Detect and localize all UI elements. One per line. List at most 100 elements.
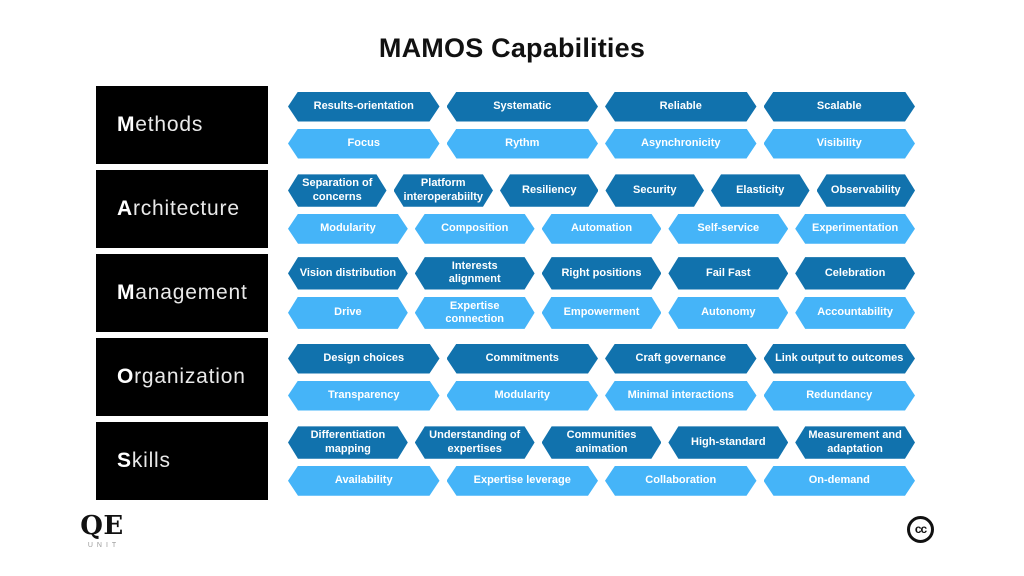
capability-row-dark: Design choices Commitments Craft governanc… — [288, 344, 915, 374]
qe-unit-logo: QE UNIT — [72, 511, 132, 550]
capability-row-dark: Results-orientation Systematic Reliable Sca… — [288, 92, 915, 122]
logo-main-text: QE — [80, 511, 124, 541]
capability-label: Availability — [334, 474, 393, 487]
capability-label: Asynchronicity — [641, 136, 721, 149]
capability-label: Systematic — [493, 99, 552, 112]
capability-rows: Results-orientation Systematic Reliable Sca… — [288, 86, 915, 164]
capability-chevron: Collaboration — [605, 466, 757, 496]
capability-chevron: Focus — [288, 129, 440, 159]
capability-chevron: Celebration — [795, 257, 915, 289]
capability-chevron: Rythm — [447, 129, 599, 159]
capability-chevron: Vision distribution — [288, 257, 408, 289]
capability-label: Celebration — [824, 266, 886, 279]
capability-chevron: Commitments — [447, 344, 599, 374]
capability-chevron: Accountability — [795, 297, 915, 329]
capability-label: Design choices — [323, 351, 405, 364]
capability-label: Reliable — [659, 99, 702, 112]
capability-chevron: Modularity — [447, 381, 599, 411]
capability-label: Right positions — [561, 266, 642, 279]
capability-label: Interests alignment — [448, 260, 501, 286]
capability-chevron: Expertise connection — [415, 297, 535, 329]
capability-row-light: Availability Expertise leverage Collaborat… — [288, 466, 915, 496]
capability-chevron: Expertise leverage — [447, 466, 599, 496]
capability-label: Automation — [570, 222, 633, 235]
capability-label: Composition — [441, 222, 509, 235]
capability-chevron: Autonomy — [668, 297, 788, 329]
capability-label: Autonomy — [701, 306, 756, 319]
capability-chevron: Asynchronicity — [605, 129, 757, 159]
capability-row-dark: Vision distribution Interests alignment Ri… — [288, 257, 915, 289]
capability-rows: Separation of concerns Platform interoper… — [288, 170, 915, 248]
capability-label: Scalable — [816, 99, 862, 112]
capability-chevron: Observability — [817, 174, 916, 206]
capability-label: Visibility — [816, 136, 862, 149]
capability-row-light: Focus Rythm Asynchronicity Visibility — [288, 129, 915, 159]
capability-chevron: Drive — [288, 297, 408, 329]
capability-chevron: Scalable — [764, 92, 916, 122]
logo-sub-text: UNIT — [87, 542, 121, 550]
capability-label: Expertise connection — [445, 299, 505, 325]
capability-label: Resiliency — [522, 183, 577, 196]
capability-label: Empowerment — [563, 306, 640, 319]
capability-chevron: Interests alignment — [415, 257, 535, 289]
capability-label: Link output to outcomes — [775, 351, 904, 364]
capability-chevron: Transparency — [288, 381, 440, 411]
capability-label: Craft governance — [635, 351, 726, 364]
capability-label: Accountability — [817, 306, 893, 319]
capability-chevron: Self-service — [668, 214, 788, 244]
capability-chevron: Redundancy — [764, 381, 916, 411]
capability-chevron: Empowerment — [542, 297, 662, 329]
capability-chevron: Craft governance — [605, 344, 757, 374]
capability-label: Expertise leverage — [473, 474, 571, 487]
capability-chevron: Separation of concerns — [288, 174, 387, 206]
capability-label: Experimentation — [811, 222, 899, 235]
cc-label: cc — [914, 522, 927, 536]
capability-row-light: Transparency Modularity Minimal interactio… — [288, 381, 915, 411]
capability-label: Results-orientation — [313, 99, 414, 112]
capability-chevron: Visibility — [764, 129, 916, 159]
capability-chevron: Modularity — [288, 214, 408, 244]
capability-row-dark: Separation of concerns Platform interoper… — [288, 174, 915, 206]
capability-rows: Design choices Commitments Craft governanc… — [288, 338, 915, 416]
capability-chevron: Availability — [288, 466, 440, 496]
capability-label: Transparency — [327, 388, 400, 401]
capability-label: Drive — [334, 306, 362, 319]
capability-label: Separation of concerns — [302, 177, 373, 203]
capability-chevron: Resiliency — [500, 174, 599, 206]
capability-chevron: Platform interoperabiilty — [394, 174, 493, 206]
capability-label: Commitments — [485, 351, 559, 364]
capability-chevron: Composition — [415, 214, 535, 244]
capability-chevron: Security — [605, 174, 704, 206]
capability-chevron: On-demand — [764, 466, 916, 496]
capability-chevron: Automation — [542, 214, 662, 244]
capability-label: Elasticity — [736, 183, 785, 196]
capability-chevron: Communities animation — [542, 426, 662, 458]
capability-label: Minimal interactions — [627, 388, 734, 401]
capability-label: Self-service — [697, 222, 760, 235]
capability-chevron: Elasticity — [711, 174, 810, 206]
capability-label: Security — [633, 183, 677, 196]
capability-label: Fail Fast — [705, 266, 751, 279]
capability-label: Observability — [830, 183, 901, 196]
capability-chevron: Results-orientation — [288, 92, 440, 122]
capability-chevron: Understanding of expertises — [415, 426, 535, 458]
capability-label: Rythm — [505, 136, 540, 149]
capability-label: Modularity — [494, 388, 551, 401]
page-title: MAMOS Capabilities — [378, 33, 646, 63]
capability-label: Collaboration — [645, 474, 717, 487]
capability-label: Understanding of expertises — [429, 429, 521, 455]
capability-rows: Vision distribution Interests alignment Ri… — [288, 254, 915, 332]
capability-label: Modularity — [320, 222, 376, 235]
capability-chevron: Reliable — [605, 92, 757, 122]
capability-label: Communities animation — [566, 429, 637, 455]
